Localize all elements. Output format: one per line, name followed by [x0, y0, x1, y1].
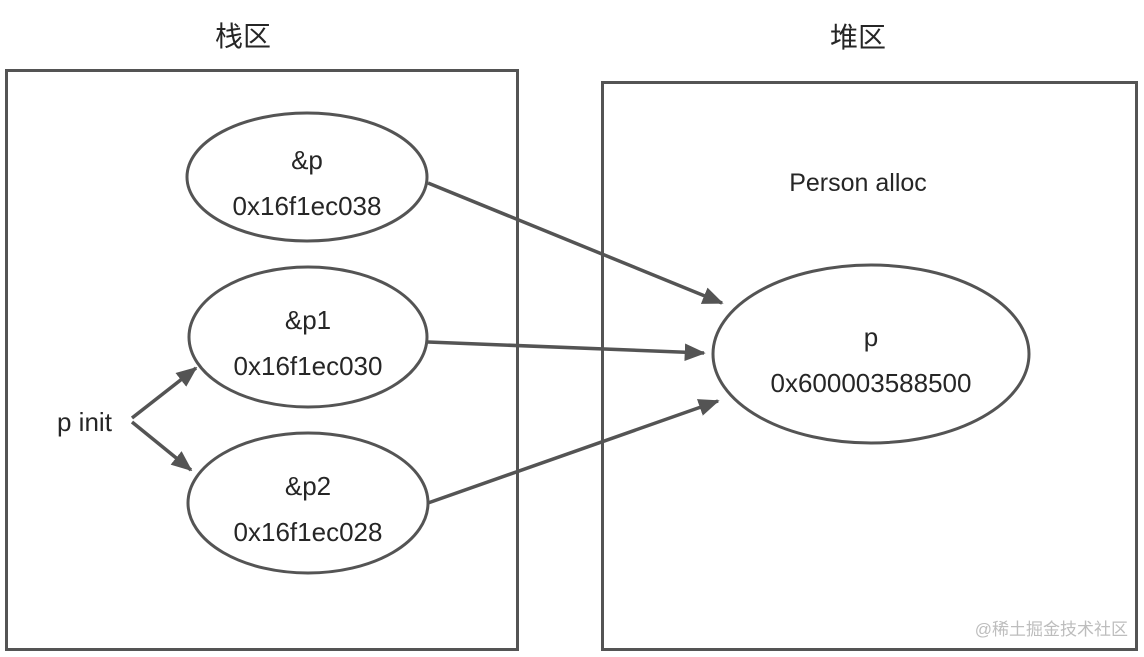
heap-title: 堆区	[830, 22, 886, 53]
watermark: @稀土掘金技术社区	[975, 620, 1128, 639]
heap-node: p 0x600003588500	[711, 263, 1031, 445]
stack-node-p2-label: &p2	[285, 471, 331, 501]
stack-node-p1: &p1 0x16f1ec030	[187, 265, 429, 409]
heap-node-address: 0x600003588500	[771, 368, 972, 398]
stack-node-p2: &p2 0x16f1ec028	[186, 431, 430, 575]
arrow-init-to-p1	[130, 366, 198, 420]
stack-node-p-label: &p	[291, 145, 323, 175]
stack-region-box	[5, 69, 519, 651]
arrow-p1-to-heap	[427, 340, 706, 361]
p-init-label: p init	[57, 407, 113, 437]
arrow-p-to-heap	[427, 181, 724, 305]
heap-node-ellipse	[711, 263, 1031, 445]
heap-caption: Person alloc	[789, 169, 927, 197]
stack-node-p1-ellipse	[187, 265, 429, 409]
stack-node-p2-ellipse	[186, 431, 430, 575]
stack-title: 栈区	[215, 21, 271, 52]
heap-node-label: p	[864, 322, 878, 352]
stack-node-p-ellipse	[185, 111, 429, 243]
stack-node-p2-address: 0x16f1ec028	[234, 517, 383, 547]
stack-node-p: &p 0x16f1ec038	[185, 111, 429, 243]
arrow-p2-to-heap	[427, 399, 720, 505]
stack-node-p1-label: &p1	[285, 305, 331, 335]
heap-region-box	[601, 81, 1138, 651]
stack-node-p1-address: 0x16f1ec030	[234, 351, 383, 381]
stack-node-p-address: 0x16f1ec038	[233, 191, 382, 221]
arrow-init-to-p2	[130, 420, 193, 472]
